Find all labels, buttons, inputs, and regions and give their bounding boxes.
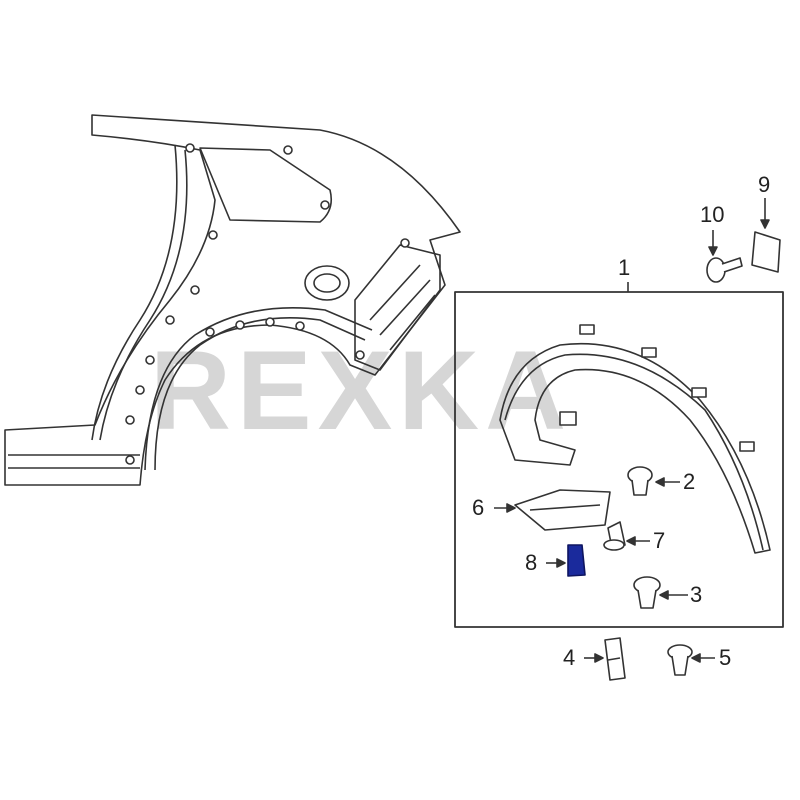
part-3-clip (633, 576, 661, 609)
part-8-clip (567, 544, 586, 577)
part-9-plate (751, 231, 781, 273)
callout-10: 10 (700, 202, 725, 227)
kit-box (454, 291, 784, 628)
callout-6: 6 (472, 495, 485, 520)
leader-arrows (494, 198, 770, 663)
callout-7: 7 (653, 528, 666, 553)
callout-5: 5 (719, 645, 732, 670)
part-5-clip (667, 644, 693, 676)
part-7-clip (603, 521, 626, 551)
wheel-arch-molding (499, 342, 771, 554)
clip-pads (559, 324, 755, 452)
callout-1: 1 (618, 255, 631, 280)
part-6-bracket (514, 489, 611, 531)
part-10-screw (706, 257, 743, 283)
callout-9: 9 (758, 172, 771, 197)
callout-3: 3 (690, 582, 703, 607)
callout-2: 2 (683, 469, 696, 494)
quarter-panel (4, 114, 461, 486)
callout-4: 4 (563, 645, 576, 670)
part-2-clip (627, 466, 653, 496)
callout-8: 8 (525, 550, 538, 575)
part-4-bracket (604, 637, 626, 681)
